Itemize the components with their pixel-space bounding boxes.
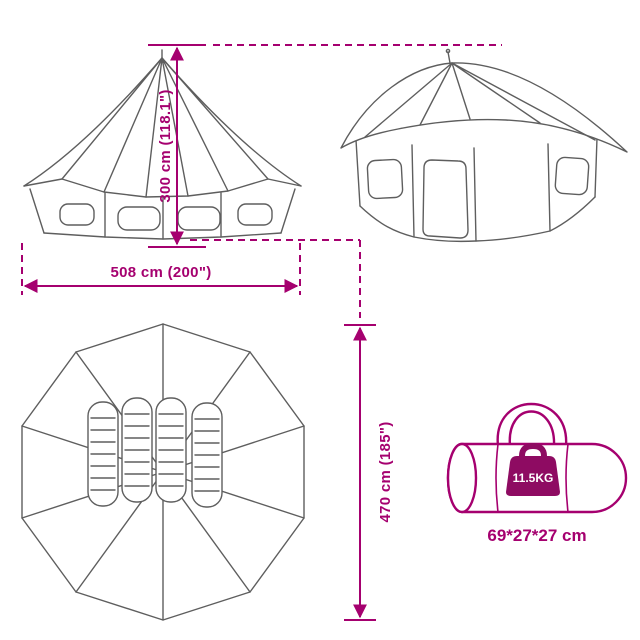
roof-left-edge: [23, 57, 163, 187]
perspective-roof-seams: [364, 62, 596, 141]
sleeping-bag-ribs: [124, 413, 150, 487]
weight-icon: 11.5KG: [506, 442, 560, 496]
perspective-roof: [340, 62, 628, 153]
sleeping-bags: [87, 397, 223, 508]
tent-top-view: [21, 323, 305, 621]
wall-seams: [104, 192, 222, 240]
door: [422, 159, 469, 239]
diameter-dimension: 470 cm (185"): [344, 324, 394, 621]
front-window: [59, 203, 95, 226]
front-window: [237, 203, 273, 226]
bag-seams: [495, 443, 569, 513]
tent-perspective-view: [340, 48, 628, 243]
carry-bag: 11.5KG 69*27*27 cm: [446, 402, 628, 545]
side-window-right: [554, 156, 590, 196]
dashed-guides: [21, 44, 502, 318]
weight-label: 11.5KG: [513, 471, 554, 485]
height-dimension: 300 cm (118.1"): [148, 44, 206, 248]
sleeping-bag-ribs: [158, 413, 184, 487]
weight-icon-body: [506, 456, 560, 496]
front-window: [117, 206, 161, 231]
perspective-wall-bottom: [359, 196, 596, 243]
perspective-wall-seams: [355, 137, 598, 242]
width-label: 508 cm (200"): [110, 264, 211, 281]
width-dimension: 508 cm (200"): [23, 264, 299, 293]
perspective-pole-tip: [447, 51, 451, 64]
bag-handle-inner: [508, 410, 556, 448]
wall-edges: [29, 188, 296, 234]
height-label: 300 cm (118.1"): [157, 89, 174, 202]
front-window: [177, 206, 221, 231]
weight-icon-handle: [519, 442, 547, 459]
roof-eave: [23, 178, 302, 198]
bag-size-label: 69*27*27 cm: [487, 526, 586, 545]
diameter-label: 470 cm (185"): [377, 421, 394, 522]
perspective-pole-knob: [445, 48, 451, 54]
bag-end-cap: [446, 442, 478, 514]
sleeping-bag-ribs: [194, 418, 220, 492]
sleeping-bag-ribs: [90, 417, 116, 491]
side-window-left: [366, 158, 404, 200]
